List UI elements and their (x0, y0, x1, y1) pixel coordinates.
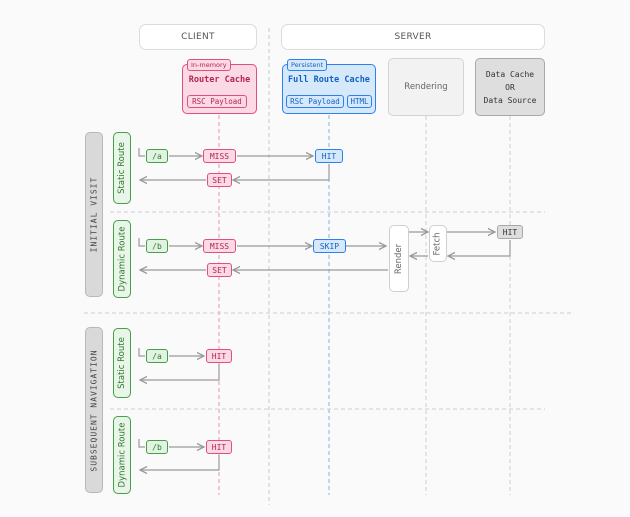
router-hit-dynamic: HIT (206, 440, 232, 454)
data-cache-box: Data Cache OR Data Source (475, 58, 545, 116)
arrow-dynamic-b-to-router (138, 238, 145, 247)
router-set-dynamic: SET (207, 263, 232, 277)
persistent-tag: Persistent (287, 59, 328, 71)
render-step: Render (389, 225, 409, 292)
arrow-hit-return-to-fetch (448, 240, 511, 256)
route-initial-dynamic: Dynamic Route (113, 220, 131, 298)
full-route-cache-box: Persistent Full Route Cache RSC Payload … (282, 59, 376, 114)
arrow-hit-return (233, 164, 330, 180)
route-sub-dynamic: Dynamic Route (113, 416, 131, 494)
data-cache-line2: OR (505, 82, 515, 92)
path-a-initial: /a (146, 149, 168, 163)
fetch-step: Fetch (429, 225, 447, 262)
arrow-static-a-to-router (138, 148, 145, 157)
arrow-sub-dynamic-b (138, 439, 145, 448)
phase-initial-visit: INITIAL VISIT (85, 132, 103, 297)
route-sub-static: Static Route (113, 328, 131, 398)
router-set-static: SET (207, 173, 232, 187)
arrow-sub-hit-return (140, 364, 220, 380)
router-hit-static: HIT (206, 349, 232, 363)
router-cache-title: Router Cache (188, 75, 251, 85)
arrow-sub-static-a (138, 348, 145, 357)
router-cache-box: In-memory Router Cache RSC Payload (182, 59, 257, 114)
full-route-cache-title: Full Route Cache (288, 75, 370, 85)
path-a-subsequent: /a (146, 349, 168, 363)
data-cache-line3: Data Source (483, 95, 537, 105)
path-b-initial: /b (146, 239, 168, 253)
route-initial-static: Static Route (113, 132, 131, 204)
full-route-skip-dynamic: SKIP (313, 239, 346, 253)
full-route-rsc-payload: RSC Payload (286, 95, 344, 108)
full-route-html: HTML (347, 95, 372, 108)
in-memory-tag: In-memory (187, 59, 231, 71)
router-miss-static: MISS (203, 149, 236, 163)
data-cache-hit: HIT (497, 225, 523, 239)
client-header: CLIENT (139, 24, 257, 50)
full-route-hit-static: HIT (315, 149, 343, 163)
router-miss-dynamic: MISS (203, 239, 236, 253)
phase-subsequent-navigation: SUBSEQUENT NAVIGATION (85, 327, 103, 493)
data-cache-line1: Data Cache (485, 69, 535, 79)
path-b-subsequent: /b (146, 440, 168, 454)
router-rsc-payload: RSC Payload (187, 95, 247, 108)
server-header: SERVER (281, 24, 545, 50)
rendering-box: Rendering (388, 58, 464, 116)
arrow-sub-hit-return-2 (140, 455, 220, 470)
